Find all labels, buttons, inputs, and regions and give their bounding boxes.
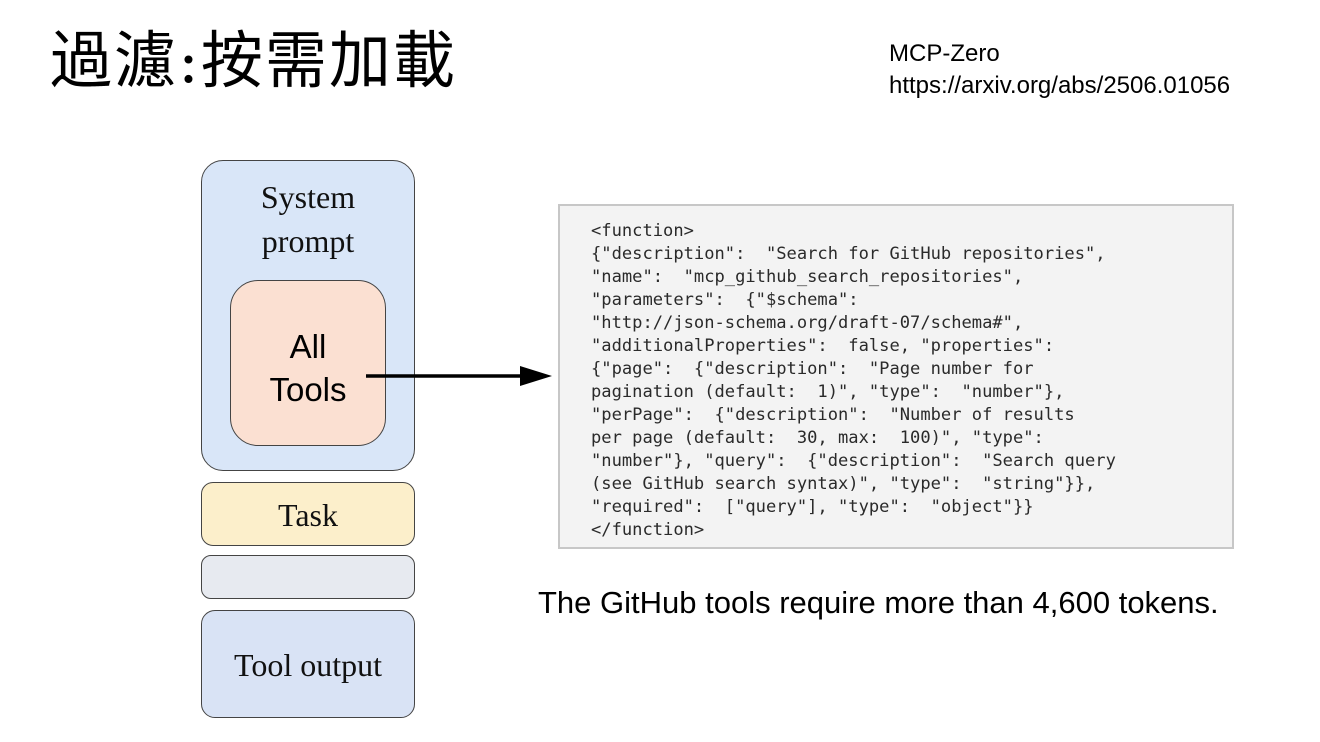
tool-output-box: Tool output: [201, 610, 415, 718]
all-tools-line-1: All: [289, 328, 327, 365]
code-line: per page (default: 30, max: 100)", "type…: [591, 428, 1044, 448]
task-box: Task: [201, 482, 415, 546]
reference-name: MCP-Zero: [889, 40, 1000, 67]
arrow-to-code: [366, 366, 552, 386]
code-line: (see GitHub search syntax)", "type": "st…: [591, 474, 1096, 494]
code-line: "required": ["query"], "type": "object"}…: [591, 497, 1034, 517]
reference-url: https://arxiv.org/abs/2506.01056: [889, 72, 1231, 99]
reference: MCP-Zero https://arxiv.org/abs/2506.0105…: [889, 38, 1230, 102]
system-prompt-label: System prompt: [202, 175, 414, 263]
system-prompt-line-1: System: [260, 179, 356, 215]
function-definition-code: <function> {"description": "Search for Gi…: [558, 204, 1234, 549]
empty-context-box: [201, 555, 415, 599]
slide-title: 過濾:按需加載: [50, 24, 457, 97]
code-line: {"description": "Search for GitHub repos…: [591, 244, 1106, 264]
caption: The GitHub tools require more than 4,600…: [538, 585, 1219, 620]
tool-output-label: Tool output: [234, 647, 382, 683]
code-line: "perPage": {"description": "Number of re…: [591, 405, 1075, 425]
code-line: <function>: [591, 221, 694, 241]
code-line: {"page": {"description": "Page number fo…: [591, 359, 1034, 379]
code-line: "parameters": {"$schema":: [591, 290, 859, 310]
system-prompt-line-2: prompt: [261, 223, 355, 259]
code-line: "number"}, "query": {"description": "Sea…: [591, 451, 1116, 471]
code-line: </function>: [591, 520, 705, 540]
code-line: "name": "mcp_github_search_repositories"…: [591, 267, 1024, 287]
task-label: Task: [278, 497, 338, 533]
code-line: "additionalProperties": false, "properti…: [591, 336, 1055, 356]
code-line: pagination (default: 1)", "type": "numbe…: [591, 382, 1065, 402]
all-tools-label: All Tools: [231, 325, 385, 411]
all-tools-box: All Tools: [230, 280, 386, 446]
code-line: "http://json-schema.org/draft-07/schema#…: [591, 313, 1024, 333]
all-tools-line-2: Tools: [269, 371, 347, 408]
